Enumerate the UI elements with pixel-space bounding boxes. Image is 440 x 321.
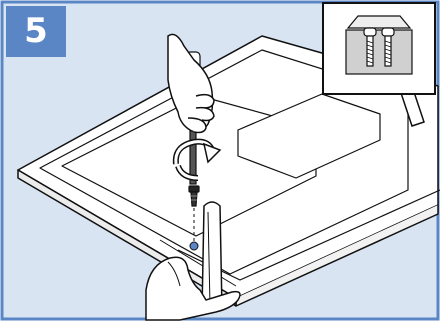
screw-hole-marker: [190, 242, 198, 250]
screw-detail-inset: [322, 2, 436, 95]
screw-pair-icon: [324, 4, 434, 93]
step-number-badge: 5: [6, 6, 66, 57]
